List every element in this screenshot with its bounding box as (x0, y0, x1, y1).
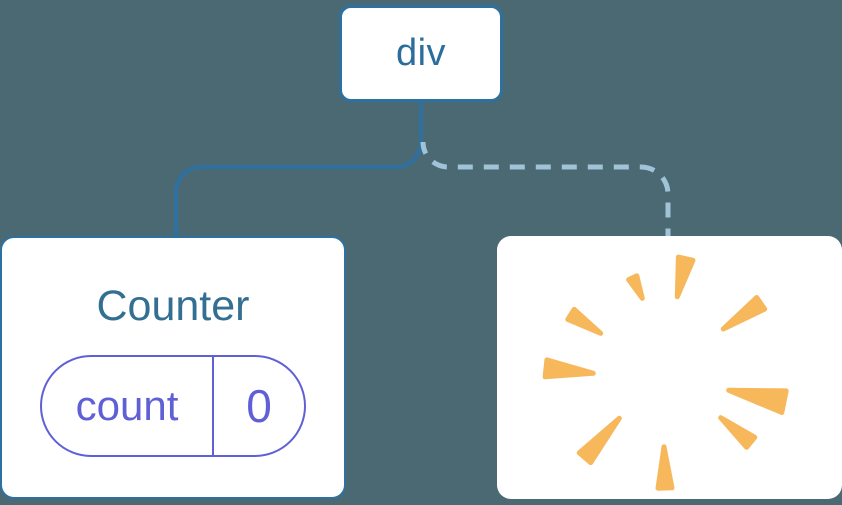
removed-component-node (497, 236, 842, 499)
connector-solid-line (174, 102, 423, 237)
state-value-label: 0 (246, 380, 272, 432)
root-node-label: div (395, 32, 447, 74)
root-node-div: div (339, 5, 503, 102)
connector-dashed-line (420, 141, 671, 237)
state-pill: count 0 (40, 355, 306, 457)
poof-starburst-icon (542, 254, 789, 491)
component-title: Counter (96, 282, 250, 330)
counter-component-node: Counter count 0 (0, 236, 346, 499)
state-key-label: count (42, 357, 214, 455)
